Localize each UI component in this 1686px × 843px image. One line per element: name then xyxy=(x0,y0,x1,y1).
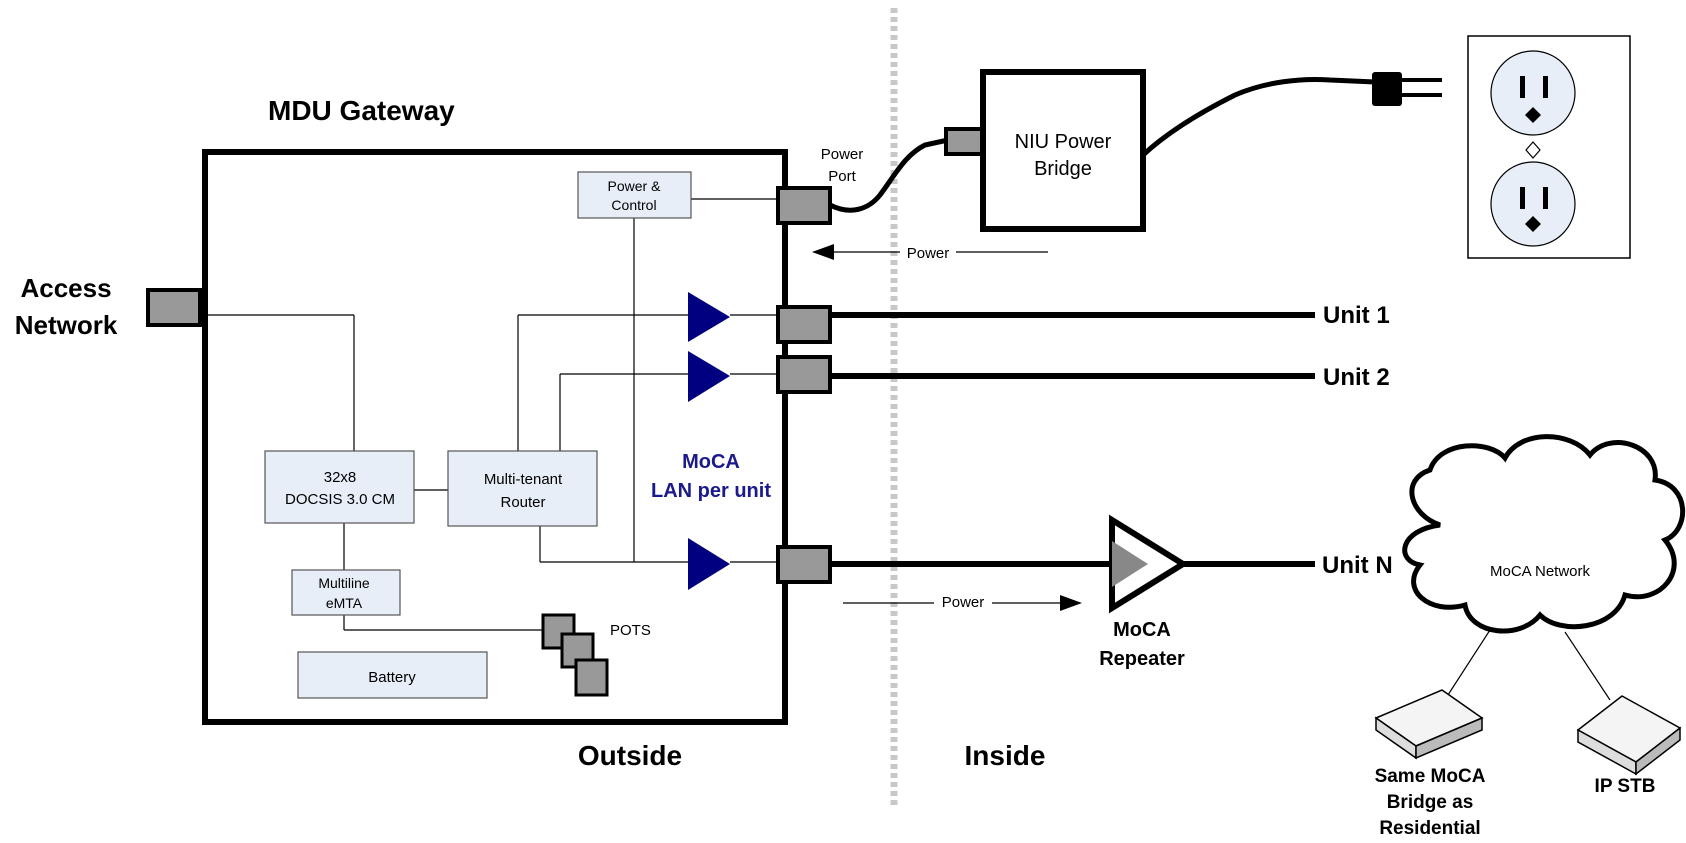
unit-n-label: Unit N xyxy=(1322,552,1393,579)
zone-inside-label: Inside xyxy=(965,740,1046,771)
battery-label: Battery xyxy=(368,669,416,686)
docsis-cm-box: 32x8 DOCSIS 3.0 CM xyxy=(264,450,415,524)
access-network-port xyxy=(146,288,202,327)
battery-box: Battery xyxy=(297,651,488,699)
power-label-top: Power xyxy=(907,245,950,262)
cloud-label: MoCA Network xyxy=(1490,563,1591,580)
cloud-to-stb-link xyxy=(1564,631,1611,701)
power-control-label-2: Control xyxy=(611,197,656,213)
power-port-cord xyxy=(828,137,949,213)
emta-label-1: Multiline xyxy=(318,575,370,591)
power-flow-arrow-bottom: Power xyxy=(843,592,1082,611)
bridge-label-2: Bridge as xyxy=(1387,792,1474,813)
unit-2-label: Unit 2 xyxy=(1323,364,1390,391)
gateway-title: MDU Gateway xyxy=(268,95,455,126)
bridge-label-1: Same MoCA xyxy=(1375,766,1486,787)
unit-2-port xyxy=(776,355,832,394)
plug-icon xyxy=(1372,72,1442,106)
power-control-box: Power & Control xyxy=(577,171,692,219)
repeater-label-2: Repeater xyxy=(1099,648,1185,670)
power-label-bottom: Power xyxy=(942,594,985,611)
access-network-label-1: Access xyxy=(20,273,111,303)
mdu-gateway-enclosure xyxy=(202,149,788,725)
unit-n-port xyxy=(776,545,832,584)
multiline-emta-box: Multiline eMTA xyxy=(291,569,401,616)
niu-label-2: Bridge xyxy=(1034,158,1092,180)
internal-wiring xyxy=(200,198,778,631)
niu-label-1: NIU Power xyxy=(1015,131,1112,153)
moca-network-cloud xyxy=(1402,434,1686,634)
moca-amp-unit-n xyxy=(688,538,730,590)
router-label-2: Router xyxy=(500,494,545,511)
pots-ports: POTS xyxy=(541,613,651,697)
repeater-label-1: MoCA xyxy=(1113,619,1171,641)
moca-bridge-device-icon xyxy=(1374,689,1484,760)
multi-tenant-router-box: Multi-tenant Router xyxy=(447,450,598,527)
moca-lan-label-1: MoCA xyxy=(682,451,740,473)
niu-power-cord xyxy=(1141,77,1376,157)
router-label-1: Multi-tenant xyxy=(484,471,563,488)
docsis-label-2: DOCSIS 3.0 CM xyxy=(285,491,395,508)
moca-repeater-icon xyxy=(1109,514,1189,614)
moca-amp-unit-2 xyxy=(688,351,730,402)
moca-amplifiers xyxy=(688,292,730,590)
power-control-label-1: Power & xyxy=(608,178,662,194)
ip-stb-device-icon xyxy=(1576,695,1682,776)
niu-power-bridge xyxy=(980,69,1146,232)
power-port xyxy=(776,186,832,225)
access-network-label-2: Network xyxy=(15,310,118,340)
zone-outside-label: Outside xyxy=(578,740,682,771)
emta-label-2: eMTA xyxy=(326,595,363,611)
moca-lan-label-2: LAN per unit xyxy=(651,480,771,502)
unit-1-label: Unit 1 xyxy=(1323,302,1390,329)
moca-amp-unit-1 xyxy=(688,292,730,342)
wall-outlet-icon xyxy=(1467,35,1631,259)
power-port-label-2: Port xyxy=(828,168,856,185)
docsis-label-1: 32x8 xyxy=(324,469,357,486)
bridge-label-3: Residential xyxy=(1379,818,1480,839)
power-flow-arrow-top: Power xyxy=(812,243,1048,262)
pots-label: POTS xyxy=(610,622,651,639)
power-port-label-1: Power xyxy=(821,146,864,163)
unit-1-port xyxy=(776,305,832,344)
stb-label: IP STB xyxy=(1595,776,1656,797)
